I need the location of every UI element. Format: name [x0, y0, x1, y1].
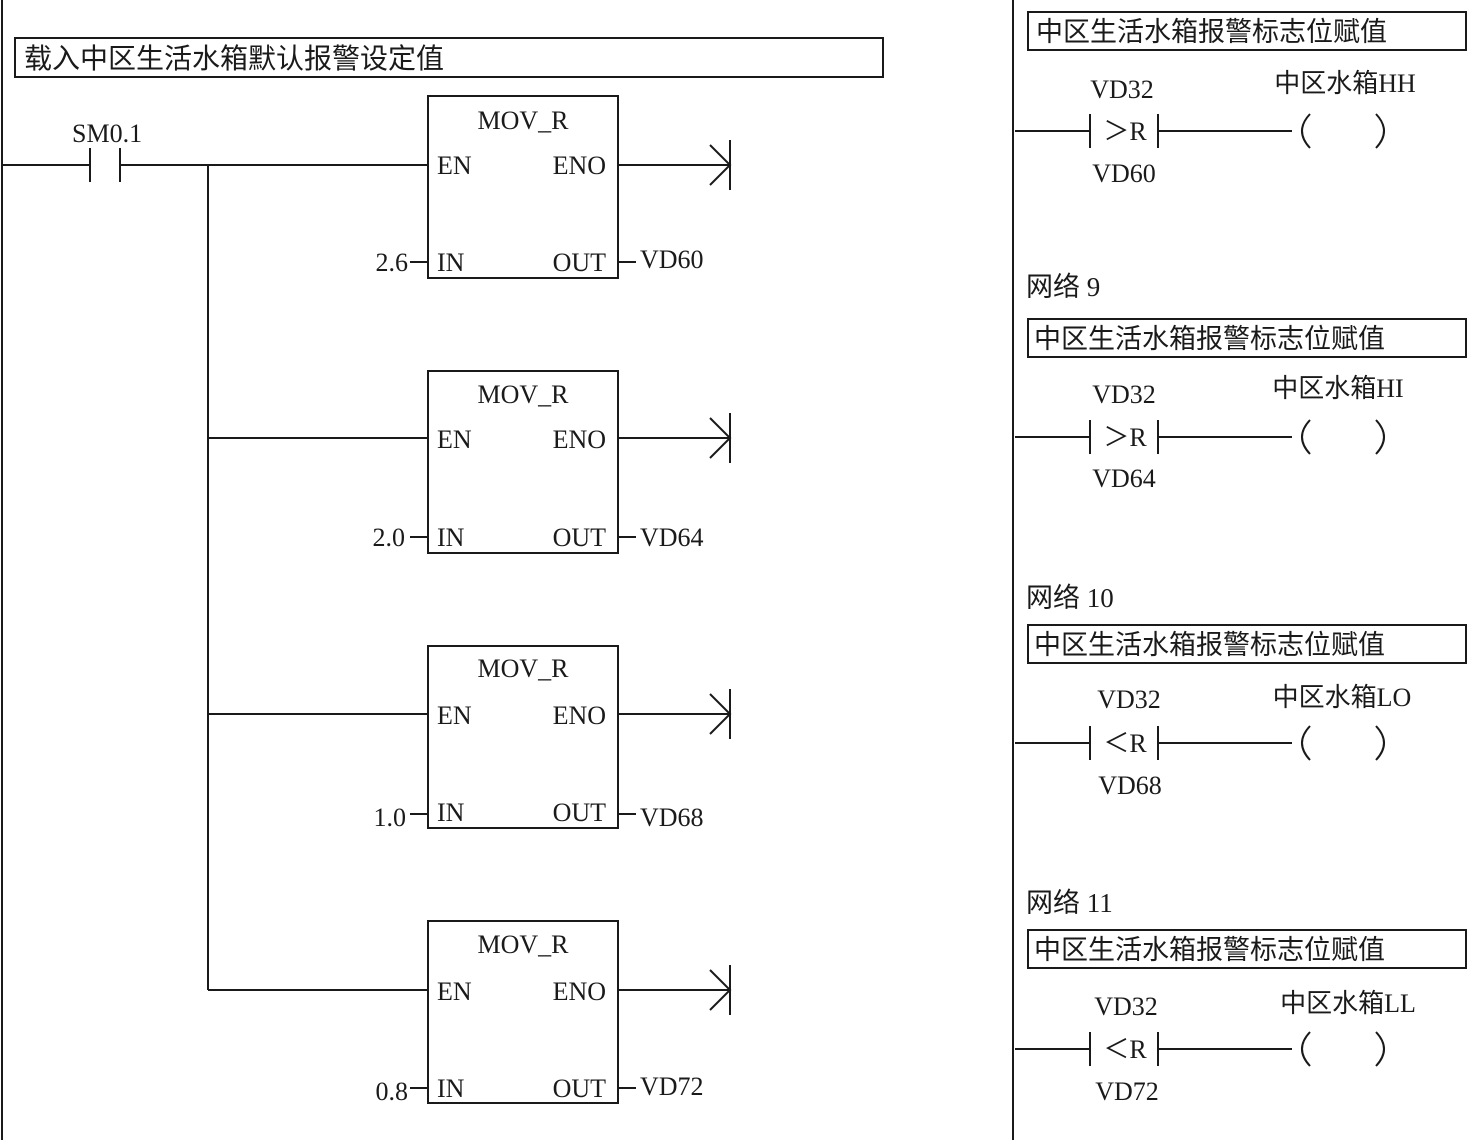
out-pin: OUT — [553, 248, 607, 277]
compare-operand-1: VD32 — [1097, 685, 1161, 714]
compare-operator: ＜R — [1103, 729, 1147, 758]
mov-r-box — [427, 645, 619, 829]
network-comment: 中区生活水箱报警标志位赋值 — [1034, 935, 1385, 965]
compare-operand-1: VD32 — [1092, 380, 1156, 409]
compare-operand-2: VD60 — [1092, 159, 1156, 188]
normally-open-contact — [89, 148, 121, 182]
block-title: MOV_R — [477, 654, 569, 683]
out-value: VD72 — [640, 1072, 704, 1101]
coil-label: 中区水箱HH — [1274, 69, 1416, 98]
output-coil — [1301, 419, 1385, 455]
mov-r-block: MOV_R EN ENO IN OUT 1.0 VD68 — [208, 645, 732, 832]
mov-r-box — [427, 920, 619, 1104]
contact-label: SM0.1 — [72, 119, 142, 148]
mov-r-block: MOV_R EN ENO IN OUT 2.0 VD64 — [208, 370, 732, 554]
in-value: 0.8 — [376, 1077, 409, 1106]
eno-pin: ENO — [553, 701, 606, 730]
compare-network: 网络 11 中区生活水箱报警标志位赋值 VD32 ＜R VD72 中区水箱LL — [1015, 888, 1467, 1106]
out-pin: OUT — [553, 1074, 607, 1103]
in-value: 1.0 — [374, 803, 407, 832]
in-pin: IN — [437, 248, 465, 277]
eno-pin: ENO — [553, 151, 606, 180]
network-comment-box — [1027, 929, 1467, 969]
output-coil — [1301, 1031, 1385, 1067]
network-comment: 载入中区生活水箱默认报警设定值 — [24, 43, 444, 75]
coil-label: 中区水箱HI — [1272, 374, 1403, 403]
compare-operator: ＞R — [1103, 423, 1147, 452]
output-coil — [1301, 113, 1385, 149]
eno-arrow — [709, 413, 732, 463]
compare-operator: ＜R — [1103, 1035, 1147, 1064]
eno-pin: ENO — [553, 977, 606, 1006]
network-comment: 中区生活水箱报警标志位赋值 — [1036, 17, 1387, 47]
compare-operand-1: VD32 — [1090, 75, 1154, 104]
out-value: VD68 — [640, 803, 704, 832]
network-comment-box — [1027, 11, 1467, 51]
en-pin: EN — [437, 701, 472, 730]
mov-r-block: MOV_R EN ENO IN OUT 0.8 VD72 — [208, 920, 732, 1106]
output-coil — [1301, 725, 1385, 761]
out-pin: OUT — [553, 798, 607, 827]
right-networks: 中区生活水箱报警标志位赋值 VD32 ＞R VD60 中区水箱HH 网络 9 中… — [1015, 11, 1467, 1106]
block-title: MOV_R — [477, 106, 569, 135]
out-value: VD60 — [640, 245, 704, 274]
in-pin: IN — [437, 798, 465, 827]
compare-network: 中区生活水箱报警标志位赋值 VD32 ＞R VD60 中区水箱HH — [1015, 11, 1467, 188]
network-title: 网络 11 — [1026, 888, 1113, 918]
compare-network: 网络 10 中区生活水箱报警标志位赋值 VD32 ＜R VD68 中区水箱LO — [1015, 583, 1467, 800]
network-title: 网络 9 — [1026, 272, 1100, 302]
eno-arrow — [709, 140, 732, 190]
network-title: 网络 10 — [1026, 583, 1114, 613]
compare-operand-2: VD64 — [1092, 464, 1156, 493]
compare-operand-2: VD72 — [1095, 1077, 1159, 1106]
block-title: MOV_R — [477, 380, 569, 409]
eno-arrow — [709, 689, 732, 739]
eno-pin: ENO — [553, 425, 606, 454]
network-comment-box — [14, 37, 884, 78]
mov-r-block: MOV_R EN ENO IN OUT 2.6 VD60 — [208, 95, 732, 279]
network-comment: 中区生活水箱报警标志位赋值 — [1034, 630, 1385, 660]
mov-r-box — [427, 95, 619, 279]
en-pin: EN — [437, 425, 472, 454]
network-comment-box — [1027, 624, 1467, 664]
in-value: 2.0 — [373, 523, 406, 552]
en-pin: EN — [437, 151, 472, 180]
eno-arrow — [709, 965, 732, 1015]
left-network: 载入中区生活水箱默认报警设定值 SM0.1 MOV_R EN ENO IN OU… — [1, 0, 1014, 1140]
out-value: VD64 — [640, 523, 704, 552]
compare-network: 网络 9 中区生活水箱报警标志位赋值 VD32 ＞R VD64 中区水箱HI — [1015, 272, 1467, 493]
mov-r-box — [427, 370, 619, 554]
in-value: 2.6 — [376, 248, 409, 277]
en-pin: EN — [437, 977, 472, 1006]
compare-operand-1: VD32 — [1094, 992, 1158, 1021]
out-pin: OUT — [553, 523, 607, 552]
network-comment-box — [1027, 318, 1467, 358]
network-comment: 中区生活水箱报警标志位赋值 — [1034, 324, 1385, 354]
in-pin: IN — [437, 1074, 465, 1103]
coil-label: 中区水箱LL — [1280, 989, 1416, 1018]
in-pin: IN — [437, 523, 465, 552]
coil-label: 中区水箱LO — [1273, 683, 1412, 712]
compare-operator: ＞R — [1103, 117, 1147, 146]
block-title: MOV_R — [477, 930, 569, 959]
compare-operand-2: VD68 — [1098, 771, 1162, 800]
